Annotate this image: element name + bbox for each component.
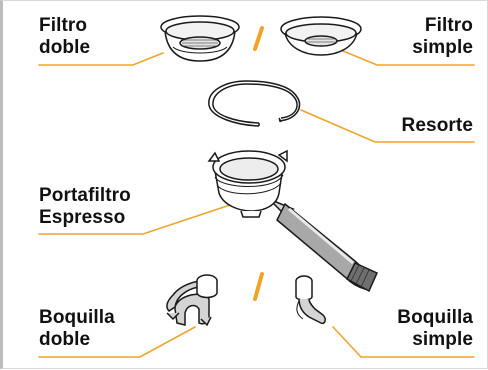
label-resorte: Resorte bbox=[402, 115, 473, 137]
portafiltro-illustration bbox=[207, 149, 378, 293]
label-portafiltro: Portafiltro Espresso bbox=[39, 185, 131, 229]
label-boquilla-doble-line1: Boquilla bbox=[39, 307, 115, 328]
label-boquilla-doble: Boquilla doble bbox=[39, 307, 115, 351]
label-resorte-line1: Resorte bbox=[401, 115, 473, 136]
label-filtro-simple-line2: simple bbox=[412, 37, 473, 58]
leader-line-portafiltro bbox=[38, 203, 234, 235]
label-portafiltro-line2: Espresso bbox=[39, 207, 126, 228]
leader-line-boquilla-doble bbox=[38, 326, 196, 358]
diagram-artwork bbox=[38, 15, 475, 358]
leader-line-boquilla-simple bbox=[332, 326, 475, 358]
label-filtro-doble-line1: Filtro bbox=[39, 15, 88, 36]
boquilla-simple-illustration bbox=[295, 275, 326, 325]
leader-line-resorte bbox=[300, 109, 475, 143]
boquilla-doble-illustration bbox=[166, 274, 218, 327]
resorte-illustration bbox=[208, 80, 301, 127]
label-boquilla-doble-line2: doble bbox=[39, 329, 91, 350]
label-boquilla-simple-line1: Boquilla bbox=[397, 307, 473, 328]
leader-line-filtro-doble bbox=[38, 52, 164, 66]
filtro-simple-illustration bbox=[280, 16, 362, 56]
leader-line-filtro-simple bbox=[342, 50, 475, 66]
label-filtro-simple-line1: Filtro bbox=[424, 15, 473, 36]
label-filtro-doble: Filtro doble bbox=[39, 15, 90, 59]
label-portafiltro-line1: Portafiltro bbox=[39, 185, 131, 206]
label-boquilla-simple: Boquilla simple bbox=[397, 307, 473, 351]
label-boquilla-simple-line2: simple bbox=[412, 329, 473, 350]
label-filtro-simple: Filtro simple bbox=[412, 15, 473, 59]
slash-separator-top bbox=[253, 26, 264, 51]
slash-separator-bottom bbox=[253, 272, 264, 301]
label-filtro-doble-line2: doble bbox=[39, 37, 91, 58]
filtro-doble-illustration bbox=[160, 15, 240, 62]
